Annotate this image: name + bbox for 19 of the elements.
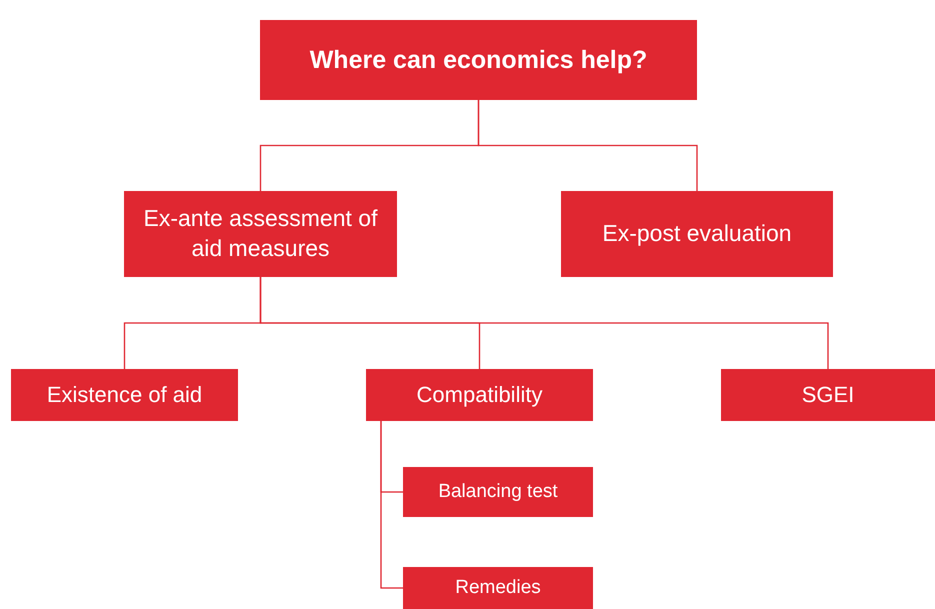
process-box: [403, 467, 593, 517]
process-box: [366, 369, 593, 421]
connector-line: [380, 421, 403, 589]
process-box: [260, 20, 697, 100]
process-box: [124, 191, 397, 277]
box-label: Balancing test: [438, 480, 558, 504]
connector-line: [478, 100, 698, 191]
box-label: Remedies: [455, 576, 541, 600]
box-label: Ex-post evaluation: [602, 219, 792, 248]
connector-line: [260, 277, 829, 369]
process-box: [403, 567, 593, 609]
box-label: Ex-ante assessment of aid measures: [142, 204, 378, 263]
box-label: Where can economics help?: [310, 44, 648, 76]
process-box: [561, 191, 833, 277]
process-box: [721, 369, 935, 421]
box-label: SGEI: [802, 380, 854, 409]
box-label: Compatibility: [416, 380, 542, 409]
box-label: Existence of aid: [46, 380, 202, 409]
process-box: [11, 369, 238, 421]
